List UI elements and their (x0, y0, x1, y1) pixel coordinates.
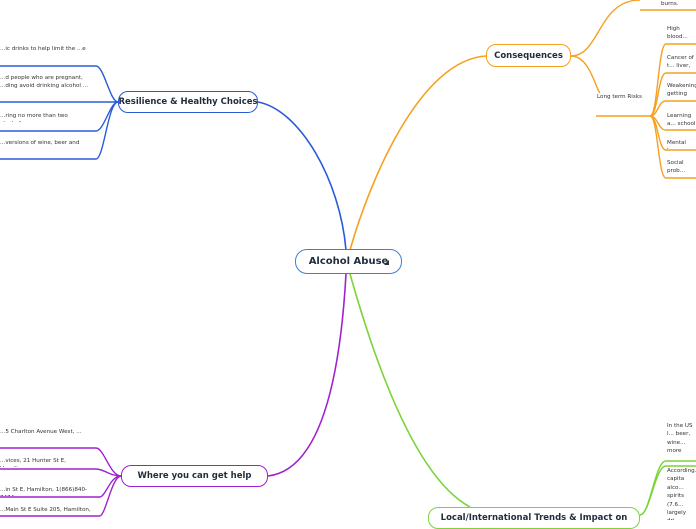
resilience-leaf[interactable]: ...versions of wine, beer and (0, 140, 80, 146)
trends-leaf[interactable]: In the US l... beer, wine... more than..… (667, 423, 693, 457)
topic-label: Where you can get help (137, 471, 252, 481)
trends-leaf[interactable]: According... capita alco... spirits (7.6… (667, 468, 696, 520)
topic-label: Resilience & Healthy Choices (118, 97, 258, 107)
topic-trends-impact[interactable]: Local/International Trends & Impact on (428, 507, 640, 529)
resilience-leaf[interactable]: ...ring no more than two alcoholic (0, 113, 68, 122)
central-topic[interactable]: Alcohol Abuse (295, 249, 402, 274)
help-leaf[interactable]: ...Main St E Suite 205, Hamilton, (0, 507, 91, 513)
long-term-leaf[interactable]: Learning a... school per... (667, 113, 696, 130)
topic-label: Consequences (494, 50, 563, 61)
long-term-leaf[interactable]: Cancer of t... liver, colon... (667, 55, 694, 72)
help-leaf[interactable]: ...in St E, Hamilton, 1(866)840-7474 (0, 487, 88, 496)
topic-consequences[interactable]: Consequences (486, 44, 571, 67)
resilience-leaf[interactable]: ...ic drinks to help limit the ...e (0, 46, 86, 52)
long-term-leaf[interactable]: Mental hea... (667, 140, 686, 149)
topic-resilience-healthy-choices[interactable]: Resilience & Healthy Choices (118, 91, 258, 113)
long-term-leaf[interactable]: Social prob... problems,... (667, 160, 696, 177)
short-term-leaf[interactable]: burns. (661, 1, 679, 7)
expand-icon[interactable] (384, 260, 389, 265)
topic-label: Local/International Trends & Impact on (440, 513, 628, 523)
long-term-leaf[interactable]: Weakening... getting sick... (667, 83, 696, 100)
long-term-leaf[interactable]: High blood... digestive p... (667, 26, 693, 43)
resilience-leaf[interactable]: ...d people who are pregnant, ...ding av… (0, 75, 89, 90)
central-topic-label: Alcohol Abuse (308, 256, 389, 267)
help-leaf[interactable]: ...vices, 21 Hunter St E, Hamilton (0, 458, 66, 467)
subtopic-long-term-risks[interactable]: Long term Risks (597, 94, 642, 100)
topic-where-to-get-help[interactable]: Where you can get help (121, 465, 268, 487)
help-leaf[interactable]: ...5 Charlton Avenue West, ... (0, 429, 82, 435)
